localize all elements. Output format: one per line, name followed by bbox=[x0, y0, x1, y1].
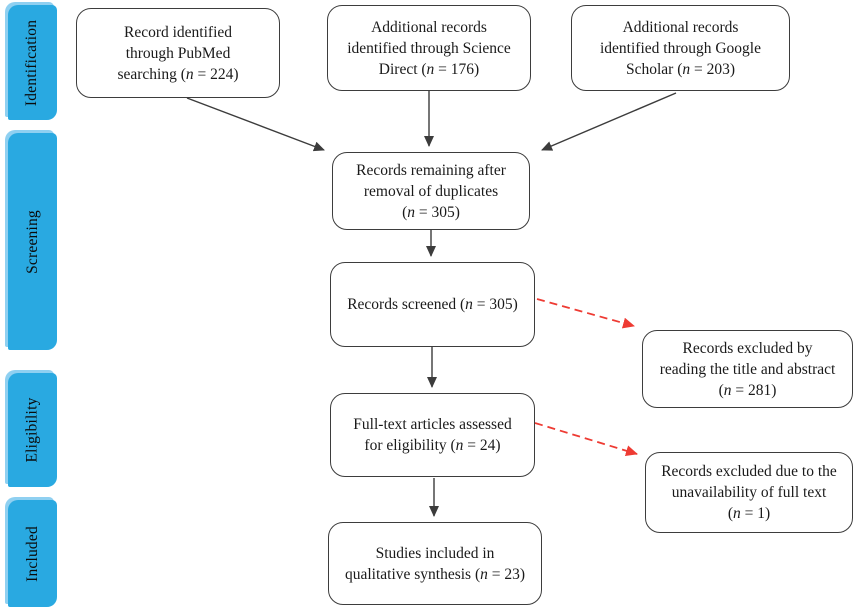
phase-tab-included: Included bbox=[8, 500, 57, 607]
node-records-screened: Records screened (n = 305) bbox=[330, 262, 535, 347]
arrow-screened-to-excluded-abstract bbox=[536, 298, 635, 329]
node-text-line: unavailability of full text bbox=[671, 484, 827, 501]
node-text-line: identified through Google bbox=[600, 39, 761, 57]
node-studies-included: Studies included in qualitative synthesi… bbox=[328, 522, 542, 605]
node-text-line: removal of duplicates bbox=[363, 182, 499, 200]
phase-label-identification: Identification bbox=[23, 19, 41, 106]
node-text-line: (n = 305) bbox=[402, 203, 460, 221]
arrow-googlescholar-to-duplicates bbox=[541, 92, 677, 151]
node-text-line: reading the title and abstract bbox=[659, 360, 836, 378]
node-text-line: searching (n = 224) bbox=[117, 65, 239, 83]
node-googlescholar-records: Additional records identified through Go… bbox=[571, 5, 790, 91]
node-text-line: Direct (n = 176) bbox=[378, 60, 480, 78]
phase-tab-screening: Screening bbox=[8, 133, 57, 350]
node-text-line: Records remaining after bbox=[356, 161, 506, 179]
node-records-after-duplicates: Records remaining after removal of dupli… bbox=[332, 152, 530, 230]
phase-label-screening: Screening bbox=[23, 209, 41, 274]
phase-label-included: Included bbox=[23, 525, 41, 582]
node-text-line: Records excluded by bbox=[682, 339, 813, 357]
node-pubmed-records: Record identified through PubMed searchi… bbox=[76, 8, 280, 98]
node-sciencedirect-records: Additional records identified through Sc… bbox=[327, 5, 531, 91]
phase-tab-eligibility: Eligibility bbox=[8, 373, 57, 487]
arrow-fulltext-to-excluded-fulltext bbox=[534, 422, 638, 457]
node-excluded-title-abstract: Records excluded by reading the title an… bbox=[642, 330, 853, 408]
node-text-line: Additional records bbox=[622, 18, 739, 36]
node-text-line: Record identified bbox=[123, 23, 233, 41]
node-text-line: Records screened (n = 305) bbox=[347, 296, 518, 313]
node-text-line: through PubMed bbox=[125, 44, 231, 62]
node-text-line: for eligibility (n = 24) bbox=[364, 437, 501, 454]
node-text-line: qualitative synthesis (n = 23) bbox=[344, 565, 526, 583]
node-excluded-unavailable-fulltext: Records excluded due to the unavailabili… bbox=[645, 452, 853, 533]
phase-tab-identification: Identification bbox=[8, 5, 57, 120]
node-text-line: Additional records bbox=[371, 18, 487, 36]
node-text-line: Studies included in bbox=[375, 544, 495, 562]
node-text-line: (n = 1) bbox=[727, 505, 771, 522]
node-text-line: Full-text articles assessed bbox=[353, 416, 512, 433]
node-text-line: Records excluded due to the bbox=[661, 463, 837, 480]
node-text-line: (n = 281) bbox=[718, 381, 777, 399]
arrow-pubmed-to-duplicates bbox=[186, 97, 325, 152]
phase-label-eligibility: Eligibility bbox=[23, 397, 41, 463]
node-text-line: Scholar (n = 203) bbox=[625, 60, 736, 78]
node-fulltext-assessed: Full-text articles assessed for eligibil… bbox=[330, 393, 535, 477]
node-text-line: identified through Science bbox=[347, 39, 511, 57]
